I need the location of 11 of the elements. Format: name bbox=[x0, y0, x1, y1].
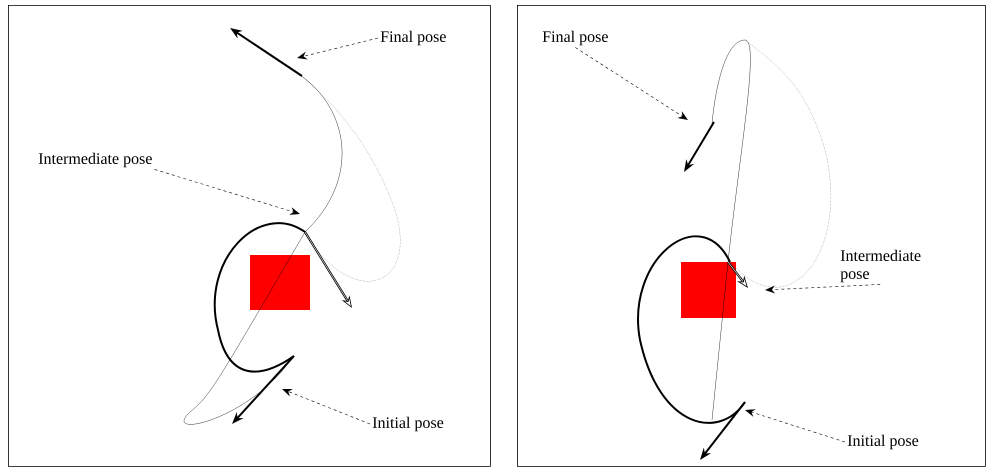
panel-frame bbox=[517, 5, 986, 467]
pose-label: Final pose bbox=[542, 30, 608, 46]
pose-label: Initial pose bbox=[848, 434, 918, 450]
leader-line bbox=[575, 47, 688, 120]
pose-label: Intermediate pose bbox=[840, 250, 920, 282]
pose-label: Final pose bbox=[380, 30, 446, 46]
pose-label: Initial pose bbox=[372, 416, 444, 432]
pose-label: Intermediate pose bbox=[38, 152, 152, 168]
panel-frame bbox=[8, 5, 491, 467]
leader-line bbox=[745, 409, 846, 442]
leader-line bbox=[282, 388, 370, 424]
